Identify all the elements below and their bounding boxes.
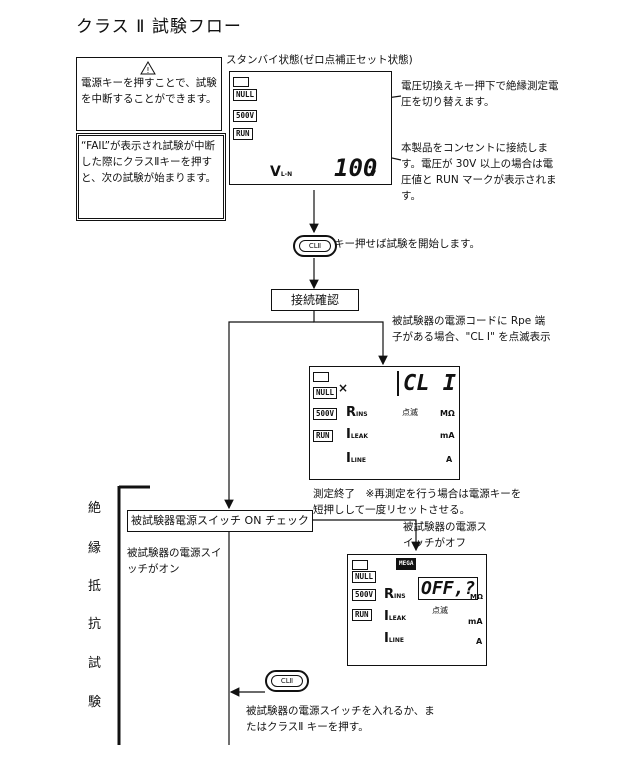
null-indicator: NULL: [233, 89, 258, 101]
note-rpe: 被試験器の電源コードに Rpe 端子がある場合、"CL I" を点滅表示: [392, 315, 551, 343]
500v-indicator: 500V: [352, 589, 377, 601]
standby-label: スタンバイ状態(ゼロ点補正セット状態): [226, 54, 413, 66]
side-char: 験: [88, 695, 102, 710]
note-switch-on: 被試験器の電源スイッチを入れるか、またはクラスⅡ キーを押す。: [246, 705, 435, 733]
battery-icon: [313, 372, 329, 382]
cl1-display: CL I: [397, 371, 456, 396]
vln-label: VL-N: [270, 164, 293, 180]
caution-box: ! 電源キーを押すことで、試験を中断することができます。: [76, 57, 222, 131]
voltage-unit: v: [370, 168, 377, 179]
ileak-label: ILEAK: [384, 609, 407, 624]
class2-key-label: CLⅡ: [299, 240, 331, 252]
label-switch-on: 被試験器の電源スイッチがオン: [127, 547, 222, 575]
arrow-to-lcd3: [312, 519, 421, 552]
rins-label: RINS: [346, 405, 368, 420]
side-char: 抗: [88, 617, 102, 632]
unit-ma: mA: [468, 617, 483, 626]
side-char: 絶: [88, 501, 102, 516]
side-char: 抵: [88, 579, 102, 594]
lcd-off: NULL MEGA OFF,? MΩ 点滅 500V RUN RINS ILEA…: [347, 554, 487, 666]
off-display: OFF,?: [418, 577, 479, 600]
arrow-to-lcd2: [313, 310, 388, 366]
iline-label: ILINE: [384, 631, 405, 646]
side-char: 縁: [88, 541, 102, 556]
blink-label: 点滅: [432, 606, 448, 615]
unit-ma: mA: [440, 431, 455, 440]
unit-a: A: [446, 455, 453, 464]
warning-triangle-icon: !: [140, 60, 156, 79]
unit-a: A: [476, 637, 483, 646]
class2-key[interactable]: CLⅡ: [265, 670, 309, 692]
class2-key-label: CLⅡ: [271, 675, 303, 687]
battery-icon: [352, 560, 368, 570]
cross-mark: ×: [338, 381, 349, 395]
lcd-standby: NULL 500V RUN VL-N 100 v: [229, 71, 392, 185]
iline-label: ILINE: [346, 451, 367, 466]
note-voltage-switch: 電圧切換えキー押下で絶縁測定電圧を切り替えます。: [401, 80, 559, 108]
blink-label: 点滅: [402, 408, 418, 417]
null-indicator: NULL: [313, 387, 338, 399]
voltage-value: 100: [334, 154, 378, 182]
switch-check-box: 被試験器電源スイッチ ON チェック: [127, 510, 313, 532]
note-outlet: 本製品をコンセントに接続します。電圧が 30V 以上の場合は電圧値と RUN マ…: [401, 142, 557, 202]
unit-mohm: MΩ: [470, 593, 483, 601]
fail-text: “FAIL”が表示され試験が中断した際にクラスⅡキーを押すと、次の試験が始まりま…: [81, 140, 217, 184]
rins-label: RINS: [384, 587, 406, 602]
arrow-to-switch-check: [224, 321, 314, 510]
run-indicator: RUN: [233, 128, 253, 140]
lcd-cl1: NULL × CL I 点滅 500V RUN RINS ILEAK ILINE…: [309, 366, 460, 480]
side-char: 試: [88, 656, 102, 671]
run-indicator: RUN: [352, 609, 372, 621]
note-start: キー押せば試験を開始します。: [334, 238, 480, 250]
ileak-label: ILEAK: [346, 427, 369, 442]
500v-indicator: 500V: [313, 408, 338, 420]
fail-box: “FAIL”が表示され試験が中断した際にクラスⅡキーを押すと、次の試験が始まりま…: [76, 133, 226, 221]
connection-check-box: 接続確認: [271, 289, 359, 311]
battery-icon: [233, 77, 249, 87]
unit-mohm: MΩ: [440, 409, 455, 418]
caution-text: 電源キーを押すことで、試験を中断することができます。: [81, 77, 217, 105]
svg-text:!: !: [146, 66, 149, 75]
note-measure-end: 測定終了 ※再測定を行う場合は電源キーを短押しして一度リセットさせる。: [313, 488, 522, 516]
null-indicator: NULL: [352, 571, 377, 583]
run-indicator: RUN: [313, 430, 333, 442]
500v-indicator: 500V: [233, 110, 258, 122]
page-title: クラス Ⅱ 試験フロー: [76, 17, 242, 37]
mega-indicator: MEGA: [396, 558, 417, 570]
class2-key[interactable]: CLⅡ: [293, 235, 337, 257]
label-switch-off: 被試験器の電源スイッチがオフ: [403, 521, 487, 549]
